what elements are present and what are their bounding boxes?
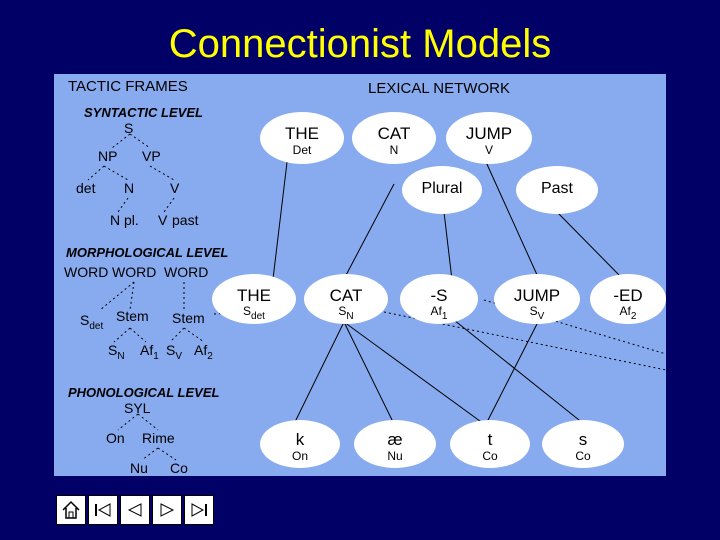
morph-s-n: SN	[108, 342, 125, 362]
lexical-network-heading: LEXICAL NETWORK	[368, 80, 510, 97]
syntax-vp: VP	[142, 148, 161, 164]
lexeme-node-the: THE Det	[260, 112, 344, 164]
first-slide-button[interactable]	[88, 495, 118, 525]
arrow-last-icon	[191, 503, 207, 517]
phoneme-node-ae: æ Nu	[354, 420, 436, 468]
morph-word-1: WORD	[64, 264, 109, 280]
morph-word-2: WORD	[112, 264, 157, 280]
morph-stem-1: Stem	[116, 308, 149, 324]
syntax-s: S	[124, 120, 134, 136]
morpheme-node-s: -S Af1	[400, 274, 478, 324]
morpheme-node-jump: JUMP SV	[494, 274, 580, 324]
morph-s-det: Sdet	[80, 312, 104, 332]
morph-word-3: WORD	[164, 264, 209, 280]
phon-syl: SYL	[124, 400, 151, 416]
phoneme-node-k: k On	[260, 420, 340, 468]
arrow-first-icon	[95, 503, 111, 517]
syntax-v: V	[170, 180, 180, 196]
phon-nu: Nu	[130, 460, 148, 476]
home-button[interactable]	[56, 495, 86, 525]
diagram-panel: TACTIC FRAMES SYNTACTIC LEVEL S NP VP de…	[54, 74, 666, 476]
phon-on: On	[106, 430, 125, 446]
morph-af2: Af2	[194, 342, 213, 362]
syntax-det: det	[76, 180, 96, 196]
syntax-n: N	[124, 180, 135, 196]
phon-rime: Rime	[142, 430, 175, 446]
phoneme-node-s: s Co	[542, 420, 624, 468]
syntax-n2: N	[110, 212, 121, 228]
phon-co: Co	[170, 460, 188, 476]
arrow-prev-icon	[127, 503, 142, 517]
slide-title: Connectionist Models	[168, 22, 552, 66]
inflection-node-plural: Plural	[402, 166, 482, 214]
previous-slide-button[interactable]	[120, 495, 150, 525]
lexeme-node-cat: CAT N	[352, 112, 436, 164]
morph-s-v: SV	[166, 342, 183, 362]
morph-af1: Af1	[140, 342, 159, 362]
syntax-np: NP	[98, 148, 118, 164]
connection-lines	[87, 133, 666, 461]
syntax-past: past	[172, 212, 199, 228]
morphological-level-label: MORPHOLOGICAL LEVEL	[66, 245, 229, 260]
morph-stem-2: Stem	[172, 310, 205, 326]
next-slide-button[interactable]	[152, 495, 182, 525]
slide-navigation	[56, 495, 214, 525]
lexeme-node-jump: JUMP V	[446, 112, 532, 164]
syntax-v2: V	[158, 212, 168, 228]
tactic-frames-heading: TACTIC FRAMES	[68, 78, 188, 95]
last-slide-button[interactable]	[184, 495, 214, 525]
home-icon	[62, 500, 80, 519]
phoneme-node-t: t Co	[450, 420, 530, 468]
syntax-pl: pl.	[124, 212, 139, 228]
phonological-level-label: PHONOLOGICAL LEVEL	[68, 385, 220, 400]
morpheme-node-the: THE Sdet	[212, 274, 296, 324]
arrow-next-icon	[160, 503, 175, 517]
syntactic-level-label: SYNTACTIC LEVEL	[84, 105, 203, 120]
morpheme-node-ed: -ED Af2	[590, 274, 666, 324]
inflection-node-past: Past	[516, 166, 598, 214]
morpheme-node-cat: CAT SN	[304, 274, 388, 324]
